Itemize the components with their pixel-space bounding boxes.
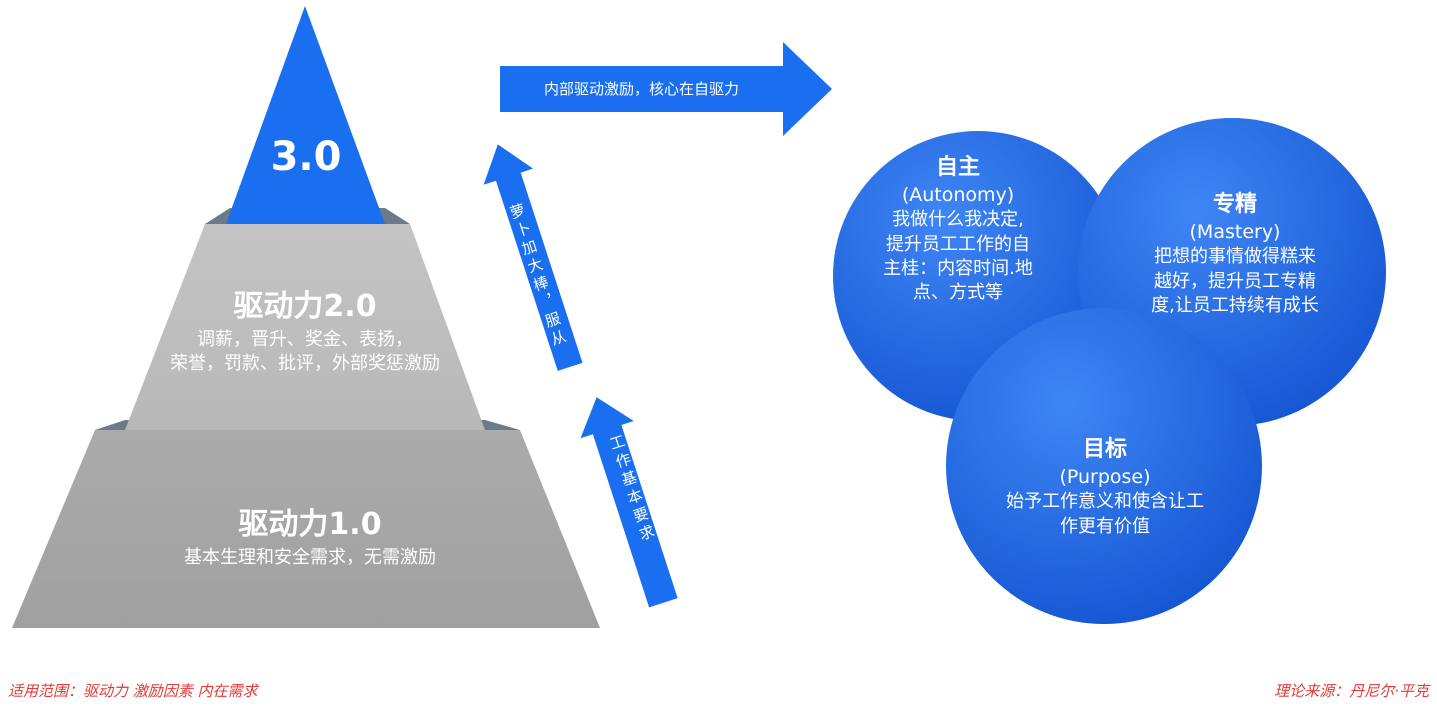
- banner-arrow: [500, 42, 832, 136]
- purpose-title: 目标: [1082, 437, 1127, 462]
- tier-1-line-1: 基本生理和安全需求，无需激励: [184, 546, 436, 568]
- footer-scope: 适用范围：驱动力 激励因素 内在需求: [8, 682, 258, 700]
- autonomy-desc-3: 主桂：内容时间.地: [883, 257, 1033, 279]
- mastery-desc-2: 越好，提升员工专精: [1154, 270, 1316, 292]
- purpose-desc-1: 始予工作意义和使含让工: [1006, 491, 1204, 513]
- pyramid-tier-2: [125, 224, 485, 430]
- tier-2-title: 驱动力2.0: [233, 289, 377, 324]
- tier-1-title: 驱动力1.0: [238, 507, 382, 542]
- purpose-text: 目标 (Purpose) 始予工作意义和使含让工 作更有价值: [990, 435, 1220, 539]
- pyramid-tier-1: [12, 430, 600, 628]
- purpose-desc-2: 作更有价值: [1060, 515, 1150, 537]
- autonomy-english: (Autonomy): [901, 183, 1015, 206]
- tier-2-line-1: 调薪，晋升、奖金、表扬，: [197, 328, 413, 350]
- circle-purpose: [946, 308, 1262, 624]
- autonomy-text: 自主 (Autonomy) 我做什么我决定, 提升员工工作的自 主桂：内容时间.…: [858, 153, 1058, 306]
- upward-arrow-lower: [580, 397, 678, 608]
- autonomy-title: 自主: [935, 155, 980, 180]
- mastery-title: 专精: [1212, 192, 1257, 217]
- tier-2-line-2: 荣誉，罚款、批评，外部奖惩激励: [170, 352, 440, 374]
- upward-arrow-middle: [483, 144, 583, 371]
- mastery-desc-3: 度,让员工持续有成长: [1151, 294, 1319, 316]
- tier-1-text: 驱动力1.0 基本生理和安全需求，无需激励: [110, 505, 510, 570]
- tier-2-text: 驱动力2.0 调薪，晋升、奖金、表扬， 荣誉，罚款、批评，外部奖惩激励: [130, 287, 480, 376]
- pyramid-apex: [226, 6, 385, 224]
- banner-label: 内部驱动激励，核心在自驱力: [543, 80, 739, 98]
- footer-source: 理论来源：丹尼尔·平克: [1274, 682, 1429, 700]
- purpose-english: (Purpose): [1059, 465, 1151, 488]
- mastery-english: (Mastery): [1189, 220, 1281, 243]
- mastery-desc-1: 把想的事情做得糕来: [1154, 246, 1316, 268]
- autonomy-desc-4: 点、方式等: [913, 282, 1003, 304]
- apex-label: 3.0: [270, 134, 342, 180]
- mastery-text: 专精 (Mastery) 把想的事情做得糕来 越好，提升员工专精 度,让员工持续…: [1130, 190, 1340, 318]
- autonomy-desc-1: 我做什么我决定,: [892, 209, 1024, 231]
- autonomy-desc-2: 提升员工工作的自: [886, 233, 1030, 255]
